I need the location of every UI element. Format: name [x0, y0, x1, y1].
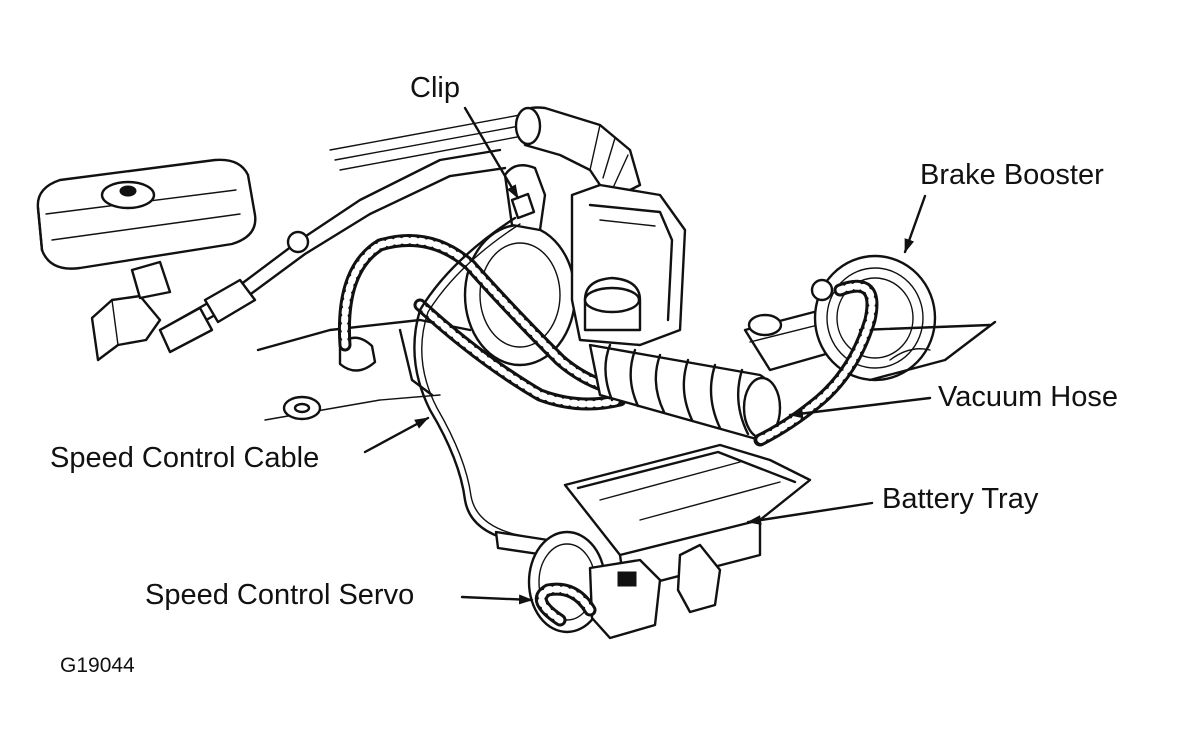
- figure-code: G19044: [60, 654, 135, 677]
- label-speed-control-cable: Speed Control Cable: [50, 442, 320, 474]
- booster-vacuum-hose: [753, 279, 879, 447]
- label-speed-control-servo: Speed Control Servo: [145, 579, 415, 611]
- battery-tray: [563, 443, 812, 614]
- label-brake-booster: Brake Booster: [920, 159, 1104, 191]
- speed-control-servo-arrow: [460, 594, 534, 605]
- brake-booster-arrow: [903, 194, 927, 254]
- left-air-box: [36, 158, 257, 270]
- speed-control-cable-arrow: [363, 416, 430, 454]
- left-bracket: [90, 260, 172, 362]
- left-wiring: [158, 114, 529, 354]
- air-intake-tube: [514, 106, 642, 202]
- clip-part: [510, 192, 536, 220]
- label-vacuum-hose: Vacuum Hose: [938, 381, 1118, 413]
- label-clip: Clip: [410, 72, 460, 104]
- reservoir: [583, 276, 642, 332]
- leader-arrows: [363, 106, 932, 605]
- battery-tray-arrow: [746, 501, 874, 525]
- vacuum-hose-arrow: [788, 396, 932, 419]
- label-battery-tray: Battery Tray: [882, 483, 1039, 515]
- corrugated-boot: [588, 343, 782, 442]
- clip-arrow: [463, 106, 520, 200]
- brake-booster-drum: [810, 254, 997, 382]
- speed-control-servo: [527, 530, 662, 640]
- throttle-body: [463, 164, 577, 367]
- braided-hose: [337, 234, 667, 411]
